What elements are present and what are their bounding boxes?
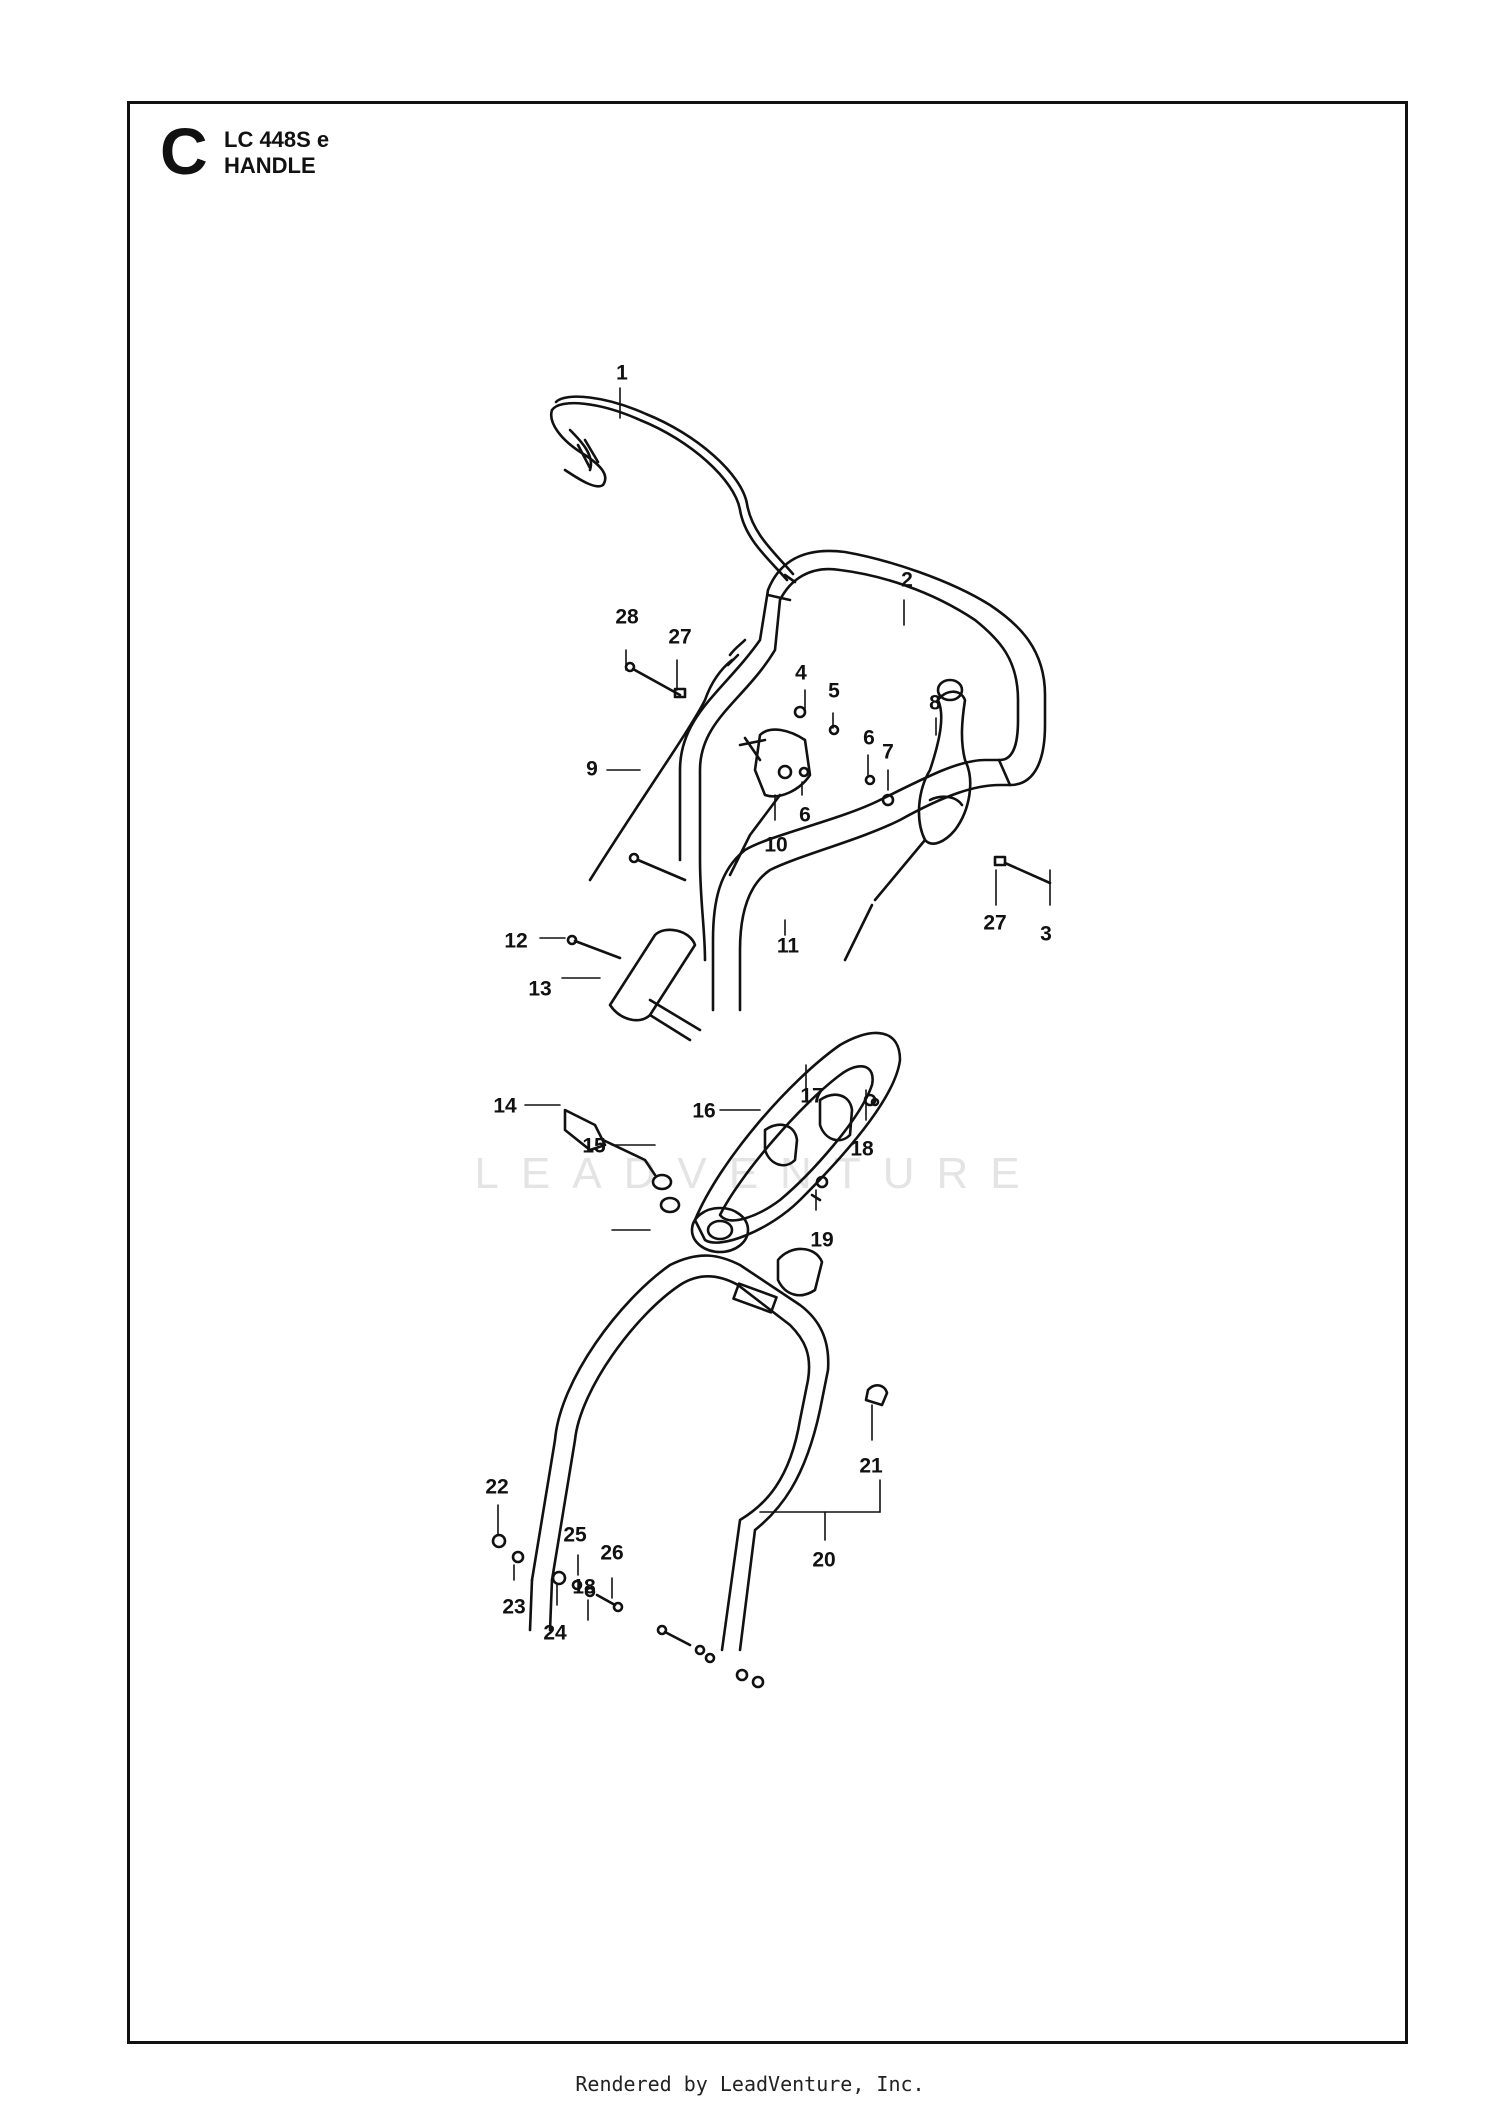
- footer-credit: Rendered by LeadVenture, Inc.: [575, 2072, 925, 2096]
- part-14-knob: [563, 1108, 681, 1214]
- section-title: HANDLE: [224, 153, 316, 178]
- drawing-frame: [127, 101, 1408, 2044]
- watermark-text: LEADVENTURE: [474, 1149, 1041, 1198]
- part-20-lower-handle: [528, 1247, 830, 1652]
- part-9-cable: [588, 638, 747, 882]
- section-letter: C: [160, 114, 208, 188]
- part-1-control-bail: [549, 395, 797, 584]
- leader-lines: [497, 387, 1051, 1621]
- hardware-fasteners: [491, 661, 1052, 1689]
- part-10-control-housing: [728, 728, 812, 877]
- part-8-throttle-lever: [843, 678, 972, 962]
- part-13-guard: [608, 928, 702, 1042]
- model-name: LC 448S e: [224, 127, 330, 152]
- part-2-upper-handle: [678, 549, 1047, 1012]
- part-16-bracket: [690, 1031, 902, 1254]
